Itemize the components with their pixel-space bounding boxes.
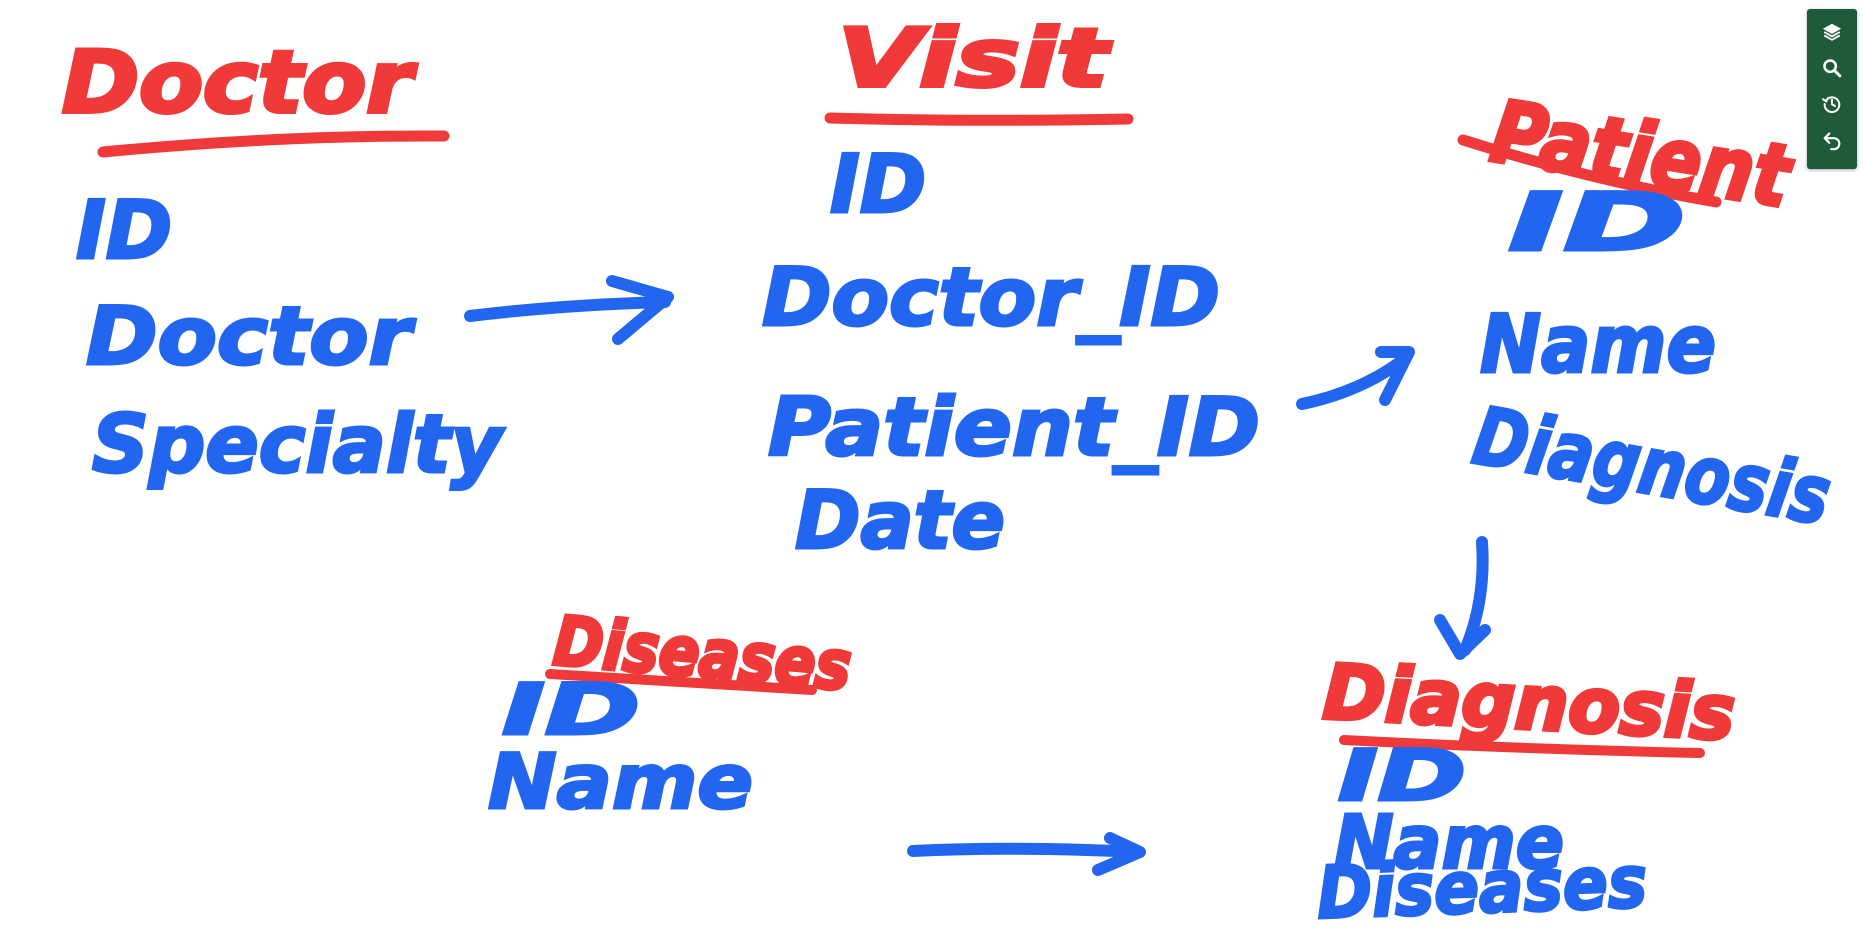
entity-patient: Patient ID Name Diagnosis (1457, 80, 1839, 545)
undo-icon (1823, 132, 1841, 151)
arrow-diseases-to-diagnosis (907, 832, 1146, 876)
undo-button[interactable] (1812, 122, 1852, 158)
field-visit-patient-id: Patient_ID (768, 381, 1260, 474)
entity-doctor: Doctor ID Doctor Specialty (60, 31, 506, 493)
title-underline (1457, 134, 1722, 208)
field-patient-id: ID (1508, 176, 1686, 269)
entity-title-visit: Visit (838, 12, 1112, 105)
field-visit-doctor-id: Doctor_ID (762, 251, 1220, 344)
layers-icon (1822, 23, 1842, 41)
field-patient-name: Name (1480, 298, 1716, 391)
entity-diagnosis: Diagnosis ID Name Diseases (1314, 645, 1739, 934)
entity-title-doctor: Doctor (62, 33, 417, 133)
entity-diseases: Diseases ID Name (487, 600, 857, 827)
field-diagnosis-name: Name (1334, 800, 1564, 886)
title-underline (97, 130, 450, 158)
entity-title-diagnosis: Diagnosis (1321, 647, 1737, 757)
layers-button[interactable] (1812, 14, 1852, 50)
field-visit-date: Date (795, 474, 1005, 567)
arrow-patient-to-diagnosis (1434, 536, 1491, 660)
field-diagnosis-diseases: Diseases (1316, 840, 1649, 934)
field-visit-id: ID (830, 138, 926, 231)
history-button[interactable] (1812, 86, 1852, 122)
field-diseases-id: ID (502, 669, 640, 751)
history-icon (1822, 96, 1841, 113)
field-doctor-doctor: Doctor (86, 290, 416, 383)
arrow-visit-to-patient (1296, 346, 1415, 410)
field-diagnosis-id: ID (1338, 735, 1466, 817)
field-patient-diagnosis: Diagnosis (1467, 389, 1838, 543)
arrow-doctor-to-visit (464, 275, 674, 345)
field-doctor-specialty: Specialty (92, 398, 505, 491)
right-toolbar (1807, 9, 1857, 169)
title-underline (1339, 735, 1705, 758)
field-diseases-name: Name (488, 737, 753, 826)
title-underline (824, 112, 1134, 126)
search-icon (1823, 59, 1842, 78)
entity-visit: Visit ID Doctor_ID Patient_ID Date (761, 10, 1262, 569)
search-button[interactable] (1812, 50, 1852, 86)
title-underline (545, 669, 817, 695)
field-doctor-id: ID (76, 184, 172, 277)
